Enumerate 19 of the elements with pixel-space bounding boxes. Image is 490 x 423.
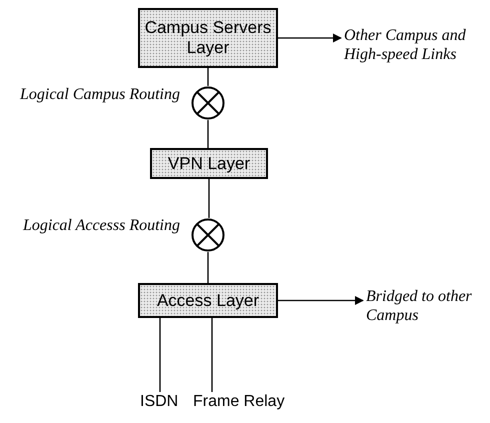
arrow	[278, 296, 364, 305]
layer-box: Access Layer	[138, 283, 278, 318]
interface-label: ISDN	[140, 392, 178, 411]
layer-box: Campus Servers Layer	[138, 8, 278, 68]
connector-line	[208, 179, 210, 218]
connector-line	[207, 120, 209, 148]
connector-line	[159, 318, 161, 392]
crossed-circle-symbol	[191, 86, 225, 120]
layer-box: VPN Layer	[150, 148, 268, 179]
node-caption: Logical Campus Routing	[18, 85, 180, 104]
connector-line	[207, 68, 209, 86]
interface-label: Frame Relay	[193, 392, 285, 411]
crossed-circle-symbol	[191, 218, 225, 252]
node-caption: Logical Accesss Routing	[22, 216, 180, 235]
connector-line	[211, 318, 213, 392]
arrow	[278, 34, 342, 42]
link-label: Other Campus and High-speed Links	[344, 26, 484, 64]
connector-line	[207, 252, 209, 283]
link-label: Bridged to other Campus	[366, 287, 486, 325]
